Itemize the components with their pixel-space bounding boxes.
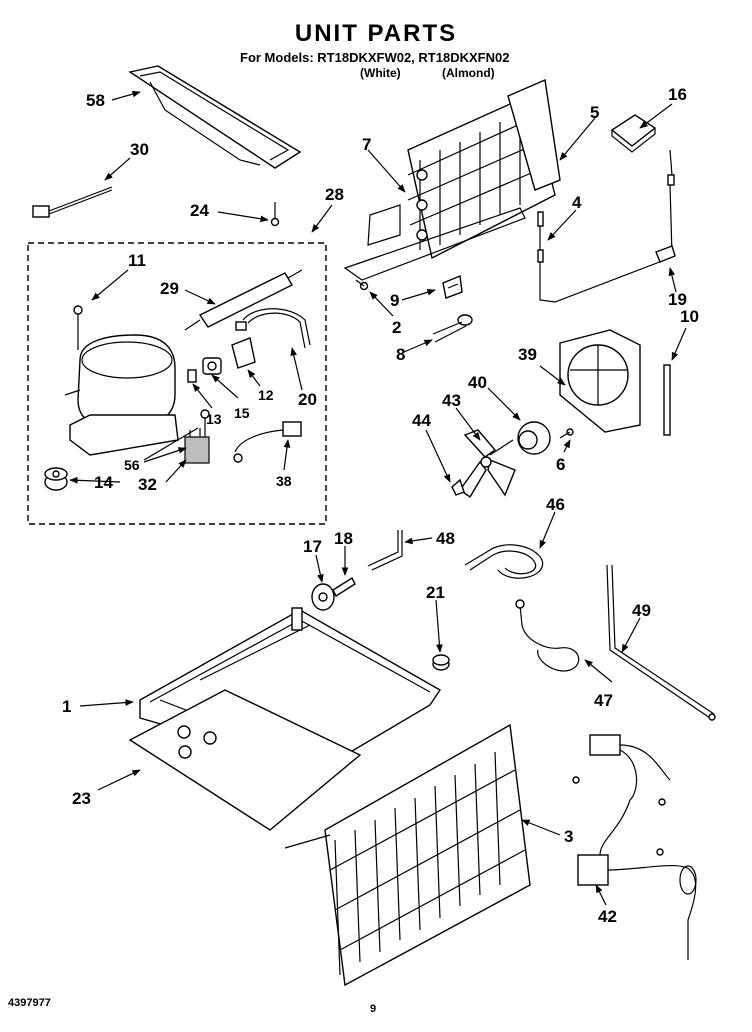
part-30-connector-harness: [32, 186, 113, 218]
part-29-drier: [184, 269, 303, 331]
callout-15: 15: [234, 405, 250, 421]
callout-46: 46: [546, 495, 565, 514]
part-24-screw: [270, 202, 280, 227]
callout-5: 5: [590, 103, 599, 122]
callout-12: 12: [258, 387, 274, 403]
part-12-cover: [231, 321, 256, 369]
callout-9: 9: [390, 291, 399, 310]
part-7-evaporator: [343, 78, 561, 281]
callout-56: 56: [124, 457, 140, 473]
callout-6: 6: [556, 455, 565, 474]
callout-30: 30: [130, 140, 149, 159]
part-4-sensor: [537, 211, 671, 303]
part-58-cover-tray: [128, 65, 302, 169]
compressor: [64, 334, 179, 456]
part-21-grommet: [432, 654, 450, 671]
part-11-screw: [73, 305, 83, 350]
callout-40: 40: [468, 373, 487, 392]
part-40-fan-motor: [489, 421, 551, 456]
model-almond-label: (Almond): [442, 66, 495, 80]
callout-38: 38: [276, 473, 292, 489]
callout-14: 14: [94, 473, 113, 492]
callout-16: 16: [668, 85, 687, 104]
part-9-bracket: [442, 275, 463, 299]
models-line: For Models: RT18DKXFW02, RT18DKXFN02: [240, 50, 510, 65]
part-44-clip: [451, 478, 465, 496]
callout-labels: 58 30 24 28 11 29 7 5 16 4 9 2 8 19 10 3…: [62, 85, 699, 926]
callout-48: 48: [436, 529, 455, 548]
callout-17: 17: [303, 537, 322, 556]
callout-7: 7: [362, 135, 371, 154]
part-3-condenser: [284, 723, 531, 987]
page-number: 9: [370, 1003, 377, 1015]
part-32-capacitor: [184, 428, 210, 464]
callout-44: 44: [412, 411, 431, 430]
part-14-grommet: [44, 467, 68, 491]
part-47-tube: [515, 599, 580, 672]
callout-21: 21: [426, 583, 445, 602]
callout-4: 4: [572, 193, 582, 212]
part-17-wheel: [311, 583, 335, 611]
callout-49: 49: [632, 601, 651, 620]
part-6-screw: [559, 428, 574, 439]
part-48-tube: [367, 530, 403, 571]
part-39-fan-shroud: [559, 329, 641, 433]
callout-29: 29: [160, 279, 179, 298]
callout-32: 32: [138, 475, 157, 494]
callout-8: 8: [396, 345, 405, 364]
callout-11: 11: [128, 251, 146, 270]
callout-42: 42: [598, 907, 617, 926]
callout-58: 58: [86, 91, 105, 110]
part-19-clip: [655, 245, 676, 263]
callout-24: 24: [190, 201, 209, 220]
model-white-label: (White): [360, 66, 401, 80]
part-13-relay-clip: [187, 369, 197, 383]
part-18-axle: [332, 576, 356, 598]
part-8-overload: [432, 314, 473, 343]
part-number: 4397977: [8, 997, 51, 1009]
callout-1: 1: [62, 697, 71, 716]
callout-23: 23: [72, 789, 91, 808]
part-38-connector: [233, 421, 302, 463]
callout-47: 47: [594, 691, 613, 710]
callout-3: 3: [564, 827, 573, 846]
part-49-rod: [606, 564, 716, 721]
callout-28: 28: [325, 185, 344, 204]
part-43-fan-blade: [459, 429, 516, 499]
callout-20: 20: [298, 390, 317, 409]
leader-lines: [69, 90, 687, 906]
callout-10: 10: [680, 307, 699, 326]
part-16-cap: [610, 114, 657, 153]
page-title: UNIT PARTS: [294, 20, 458, 47]
part-42-wire-harness: [572, 734, 697, 960]
part-56-screw: [200, 409, 210, 440]
part-46-coil-tube: [464, 544, 544, 579]
part-2-screw: [355, 279, 369, 291]
callout-43: 43: [442, 391, 461, 410]
part-10-strip: [663, 364, 671, 436]
part-23-pad: [128, 689, 362, 831]
callout-19: 19: [668, 290, 687, 309]
part-15-overload-protector: [202, 357, 222, 375]
callout-18: 18: [334, 529, 353, 548]
heater-wire: [667, 149, 675, 256]
callout-39: 39: [518, 345, 537, 364]
part-20-tube: [242, 308, 311, 349]
callout-2: 2: [392, 318, 401, 337]
callout-13: 13: [206, 411, 222, 427]
